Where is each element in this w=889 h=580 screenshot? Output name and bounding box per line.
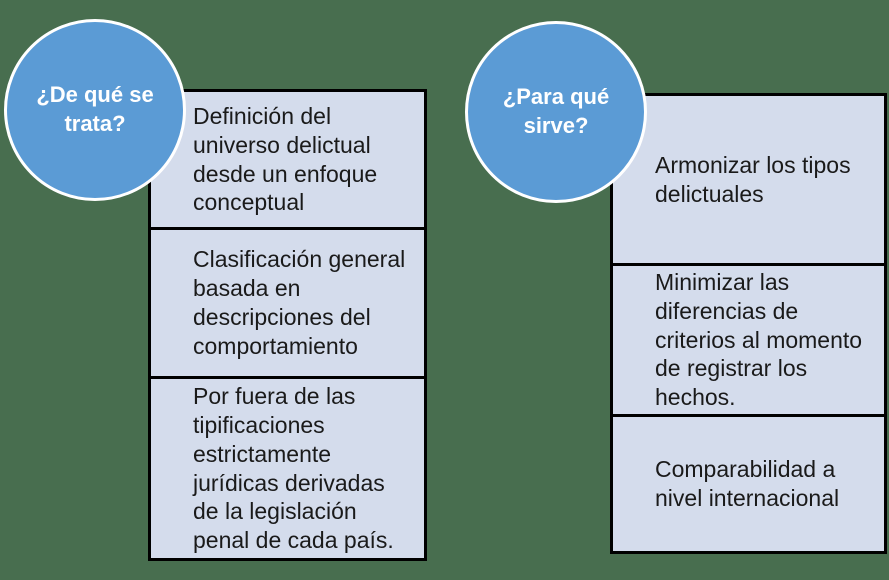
circle-para-que-sirve: ¿Para qué sirve? (465, 21, 647, 203)
right-box-comparabilidad: Comparabilidad a nivel internacional (610, 414, 887, 554)
left-box-por-fuera: Por fuera de las tipificaciones estricta… (148, 376, 427, 561)
right-box-minimizar: Minimizar las diferencias de criterios a… (610, 263, 887, 417)
circle-de-que-se-trata: ¿De qué se trata? (4, 19, 186, 201)
right-box-armonizar: Armonizar los tipos delictuales (610, 93, 887, 266)
left-box-definicion: Definición del universo delictual desde … (148, 89, 427, 230)
left-box-clasificacion: Clasificación general basada en descripc… (148, 227, 427, 379)
